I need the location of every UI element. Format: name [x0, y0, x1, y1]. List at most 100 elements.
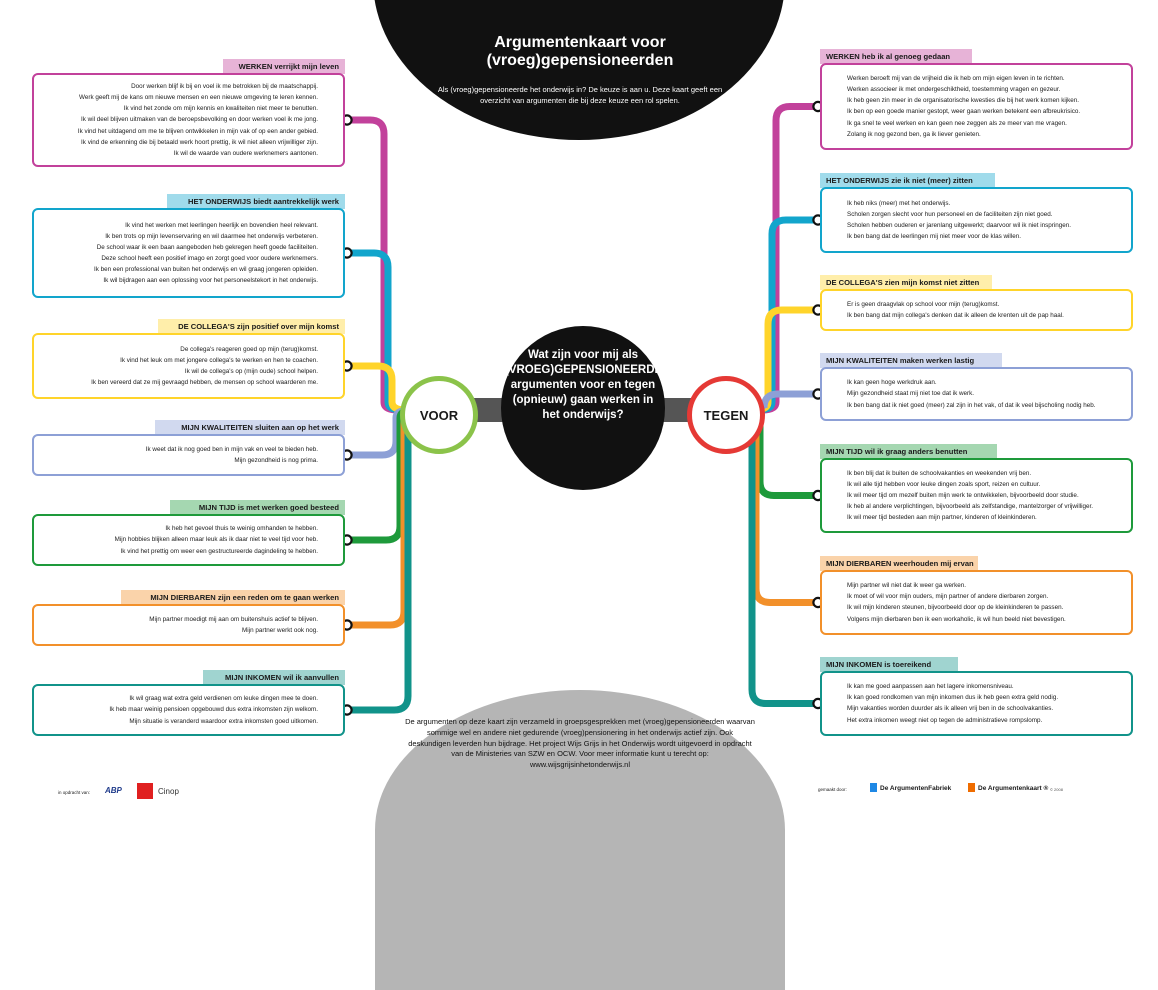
heading-rest: zie ik niet (meer) zitten — [889, 176, 973, 185]
tegen-tijd-argument: Ik wil meer tijd besteden aan mijn partn… — [847, 514, 1037, 522]
tegen-tijd-argument: Ik heb al andere verplichtingen, bijvoor… — [847, 503, 1094, 511]
voor-dierbaren-box: Mijn partner moedigt mij aan om buitensh… — [32, 604, 345, 646]
kaart-icon — [968, 783, 975, 792]
voor-inkomen-argument: Ik heb maar weinig pensioen opgebouwd du… — [109, 706, 318, 714]
heading-rest: maken werken lastig — [897, 356, 975, 365]
tegen-inkomen-argument: Mijn vakanties worden duurder als ik all… — [847, 705, 1054, 713]
voor-inkomen-argument: Mijn situatie is veranderd waardoor extr… — [129, 717, 318, 725]
heading-rest: wil ik graag anders benutten — [862, 447, 968, 456]
heading-key: MIJN DIERBAREN — [826, 559, 892, 568]
voor-collegas-argument: De collega's reageren goed op mijn (teru… — [180, 345, 318, 353]
voor-collegas-heading: DE COLLEGA'S zijn positief over mijn kom… — [158, 319, 345, 334]
tegen-kwaliteiten-heading: MIJN KWALITEITEN maken werken lastig — [820, 353, 1002, 368]
tegen-dierbaren-argument: Mijn partner wil niet dat ik weer ga wer… — [847, 582, 966, 590]
voor-inkomen-branch — [337, 406, 426, 714]
tegen-tijd-box: Ik ben blij dat ik buiten de schoolvakan… — [820, 458, 1133, 533]
voor-werken-heading: WERKEN verrijkt mijn leven — [223, 59, 345, 74]
voor-inkomen-argument: Ik wil graag wat extra geld verdienen om… — [129, 695, 318, 703]
voor-hub: VOOR — [400, 376, 478, 454]
footer-text: De argumenten op deze kaart zijn verzame… — [405, 717, 755, 770]
voor-onderwijs-argument: Ik wil bijdragen aan een oplossing voor … — [103, 277, 318, 285]
tegen-inkomen-branch — [734, 406, 828, 707]
voor-dierbaren-argument: Mijn partner werkt ook nog. — [242, 626, 318, 634]
tegen-inkomen-heading: MIJN INKOMEN is toereikend — [820, 657, 958, 672]
voor-collegas-argument: Ik ben vereerd dat ze mij gevraagd hebbe… — [91, 379, 318, 387]
abp-logo: ABP — [105, 786, 122, 795]
tegen-werken-branch — [758, 103, 828, 414]
heading-key: HET ONDERWIJS — [188, 197, 252, 206]
heading-key: MIJN KWALITEITEN — [826, 356, 898, 365]
voor-dierbaren-argument: Mijn partner moedigt mij aan om buitensh… — [149, 615, 318, 623]
tegen-kwaliteiten-argument: Ik ben bang dat ik niet goed (meer) zal … — [847, 401, 1096, 409]
voor-werken-argument: Ik vind het uitdagend om me te blijven o… — [77, 127, 318, 135]
tegen-collegas-argument: Er is geen draagvlak op school voor mijn… — [847, 300, 1000, 308]
tegen-dierbaren-argument: Volgens mijn dierbaren ben ik een workah… — [847, 615, 1066, 623]
tegen-inkomen-argument: Het extra inkomen weegt niet op tegen de… — [847, 716, 1043, 724]
voor-kwaliteiten-heading: MIJN KWALITEITEN sluiten aan op het werk — [155, 420, 345, 435]
tegen-kwaliteiten-argument: Mijn gezondheid staat mij niet toe dat i… — [847, 390, 975, 398]
tegen-tijd-argument: Ik wil meer tijd om mezelf buiten mijn w… — [847, 491, 1079, 499]
voor-werken-argument: Ik vind de erkenning die bij betaald wer… — [81, 138, 318, 146]
tegen-werken-argument: Werken beroeft mij van de vrijheid die i… — [847, 75, 1065, 83]
tegen-dierbaren-argument: Ik wil mijn kinderen steunen, bijvoorbee… — [847, 604, 1064, 612]
tegen-onderwijs-heading: HET ONDERWIJS zie ik niet (meer) zitten — [820, 173, 995, 188]
tegen-onderwijs-branch — [754, 216, 828, 414]
header-panel — [373, 0, 785, 140]
tegen-dierbaren-box: Mijn partner wil niet dat ik weer ga wer… — [820, 570, 1133, 635]
heading-rest: verrijkt mijn leven — [272, 62, 339, 71]
heading-rest: sluiten aan op het werk — [252, 423, 339, 432]
voor-werken-argument: Werk geeft mij de kans om nieuwe mensen … — [79, 94, 318, 102]
argumentenkaart-logo: De Argumentenkaart ® — [968, 783, 1048, 792]
tegen-onderwijs-argument: Scholen hebben ouderen er jarenlang uitg… — [847, 221, 1072, 229]
voor-onderwijs-argument: Ik vind het werken met leerlingen heerli… — [125, 221, 318, 229]
tegen-werken-heading: WERKEN heb ik al genoeg gedaan — [820, 49, 972, 64]
tegen-collegas-heading: DE COLLEGA'S zien mijn komst niet zitten — [820, 275, 992, 290]
voor-collegas-argument: Ik vind het leuk om met jongere collega'… — [120, 356, 318, 364]
voor-onderwijs-argument: Ik ben een professional van buiten het o… — [93, 266, 318, 274]
voor-onderwijs-argument: Deze school heeft een positief imago en … — [101, 254, 318, 262]
opdracht-label: in opdracht van: — [58, 790, 91, 795]
voor-onderwijs-argument: Ik ben trots op mijn levenservaring en w… — [105, 232, 318, 240]
heading-rest: wil ik aanvullen — [281, 673, 339, 682]
tegen-tijd-argument: Ik ben blij dat ik buiten de schoolvakan… — [847, 469, 1032, 477]
voor-collegas-branch — [337, 362, 410, 414]
ministry-logo — [137, 783, 153, 799]
voor-tijd-argument: Ik vind het prettig om weer een gestruct… — [120, 547, 318, 555]
gemaakt-label: gemaakt door: — [818, 787, 847, 792]
heading-key: MIJN TIJD — [198, 503, 236, 512]
voor-kwaliteiten-box: Ik weet dat ik nog goed ben in mijn vak … — [32, 434, 345, 476]
heading-key: WERKEN — [826, 52, 860, 61]
voor-onderwijs-heading: HET ONDERWIJS biedt aantrekkelijk werk — [167, 194, 345, 209]
argumentenfabriek-logo: De ArgumentenFabriek — [870, 783, 951, 792]
tegen-onderwijs-argument: Ik ben bang dat de leerlingen mij niet m… — [847, 233, 1021, 241]
tegen-tijd-heading: MIJN TIJD wil ik graag anders benutten — [820, 444, 997, 459]
heading-key: MIJN TIJD — [826, 447, 863, 456]
heading-key: WERKEN — [238, 62, 273, 71]
voor-inkomen-box: Ik wil graag wat extra geld verdienen om… — [32, 684, 345, 736]
heading-key: MIJN DIERBAREN — [150, 593, 216, 602]
heading-key: DE COLLEGA'S — [826, 278, 883, 287]
heading-rest: is met werken goed besteed — [235, 503, 339, 512]
voor-collegas-argument: Ik wil de collega's op (mijn oude) schoo… — [184, 367, 318, 375]
cinop-logo: Cinop — [158, 787, 179, 796]
tegen-collegas-argument: Ik ben bang dat mijn collega's denken da… — [847, 311, 1064, 319]
heading-rest: zijn een reden om te gaan werken — [215, 593, 339, 602]
heading-key: DE COLLEGA'S — [178, 322, 235, 331]
tegen-werken-argument: Ik heb geen zin meer in de organisatoris… — [847, 97, 1080, 105]
voor-tijd-box: Ik heb het gevoel thuis te weinig omhand… — [32, 514, 345, 566]
voor-tijd-argument: Mijn hobbies blijken alleen maar leuk al… — [114, 536, 318, 544]
central-question: Wat zijn voor mij als (VROEG)GEPENSIONEE… — [505, 349, 663, 421]
voor-kwaliteiten-argument: Mijn gezondheid is nog prima. — [234, 456, 318, 464]
voor-werken-argument: Ik vind het zonde om mijn kennis en kwal… — [123, 105, 318, 113]
tegen-werken-box: Werken beroeft mij van de vrijheid die i… — [820, 63, 1133, 150]
tegen-onderwijs-argument: Ik heb niks (meer) met het onderwijs. — [847, 199, 951, 207]
heading-rest: is toereikend — [882, 660, 932, 669]
heading-key: MIJN KWALITEITEN — [181, 423, 253, 432]
tegen-werken-argument: Werken associeer ik met ondergeschikthei… — [847, 86, 1061, 94]
tegen-inkomen-argument: Ik kan me goed aanpassen aan het lagere … — [847, 683, 1014, 691]
voor-tijd-argument: Ik heb het gevoel thuis te weinig omhand… — [165, 525, 318, 533]
page-title: Argumentenkaart voor (vroeg)gepensioneer… — [486, 34, 674, 69]
voor-tijd-heading: MIJN TIJD is met werken goed besteed — [170, 500, 345, 515]
fabriek-icon — [870, 783, 877, 792]
tegen-werken-argument: Ik ben op een goede manier gestopt, weer… — [847, 108, 1081, 116]
